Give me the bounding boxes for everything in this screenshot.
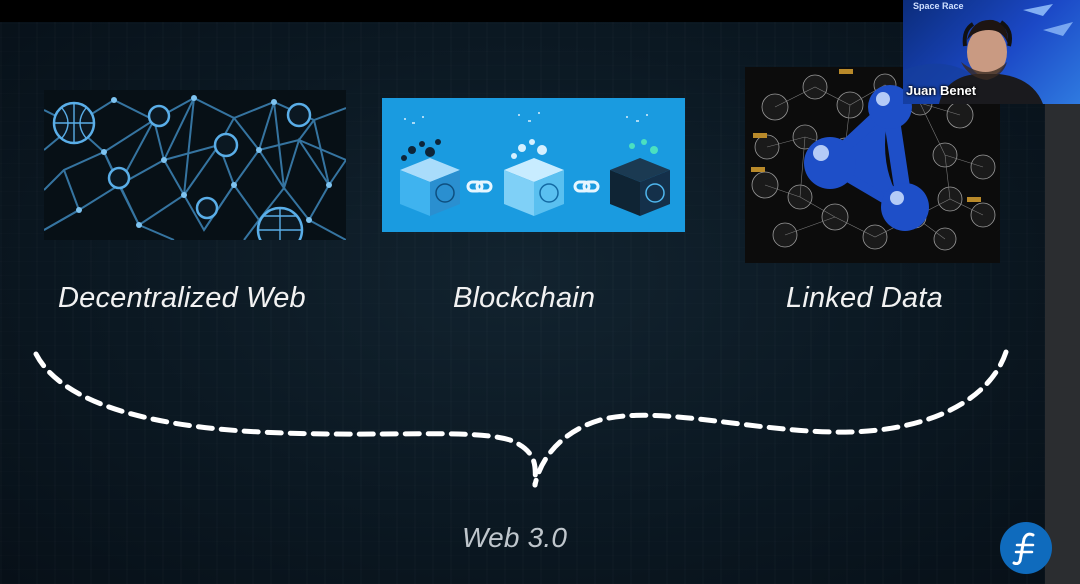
space-race-brand: Space Race — [913, 1, 964, 11]
blockchain-image — [382, 98, 685, 232]
top-bar — [0, 0, 1080, 22]
decentralized-web-label: Decentralized Web — [58, 282, 306, 314]
speaker-webcam: Space Race Juan Benet — [903, 0, 1080, 104]
decentralized-web-image — [44, 90, 346, 240]
blockchain-label: Blockchain — [453, 282, 596, 314]
presentation-slide — [0, 22, 1045, 584]
right-edge-strip — [1045, 22, 1080, 584]
speaker-name: Juan Benet — [906, 83, 977, 98]
filecoin-logo-icon — [1000, 522, 1052, 574]
web3-label: Web 3.0 — [462, 522, 568, 553]
linked-data-label: Linked Data — [786, 282, 943, 314]
